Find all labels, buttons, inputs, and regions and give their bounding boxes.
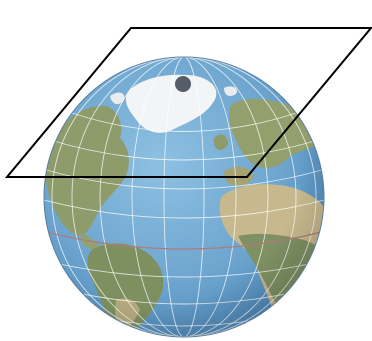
tangent-point-icon — [175, 76, 191, 92]
